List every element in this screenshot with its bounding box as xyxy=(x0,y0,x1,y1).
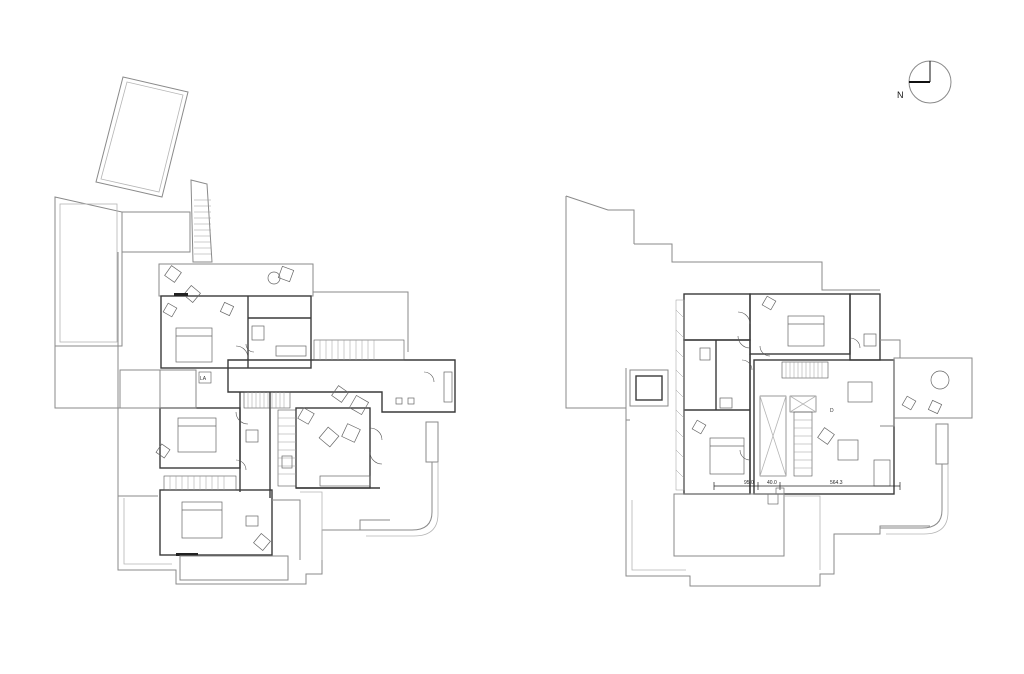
roof-outline-n xyxy=(634,243,880,291)
north-arrow: N xyxy=(897,60,952,104)
south-balcony-right xyxy=(673,493,785,557)
bedroom-south-walls xyxy=(159,489,273,556)
west-edge xyxy=(117,252,158,409)
garage-outline xyxy=(54,196,123,347)
roof-outline-nw xyxy=(565,195,635,244)
bed-south xyxy=(181,501,223,539)
bed-north xyxy=(175,327,213,363)
bedroom-north-walls xyxy=(160,295,312,369)
plan-left: LA xyxy=(54,76,456,585)
carport-outline xyxy=(95,76,189,198)
kitchen-counter xyxy=(319,475,371,487)
central-stair-right xyxy=(759,361,829,477)
dining-table xyxy=(847,381,873,403)
furniture-left xyxy=(155,265,453,556)
stair-treads-top xyxy=(194,199,211,255)
east-terrace xyxy=(313,291,409,352)
bedroom-west-walls xyxy=(159,407,241,469)
dim-label-3: 564.3 xyxy=(830,480,843,486)
door-swings-left xyxy=(235,343,435,471)
west-wall-hatch xyxy=(675,299,685,491)
room-nw xyxy=(683,293,751,341)
bed-west-right xyxy=(709,437,745,475)
entry-column xyxy=(767,493,779,505)
hall-walls xyxy=(227,359,456,413)
east-terrace-right xyxy=(893,357,973,419)
utility-block xyxy=(119,369,161,409)
bed-west xyxy=(177,417,217,453)
north-label: N xyxy=(897,90,904,100)
east-ramp-right xyxy=(880,464,943,529)
round-table-right xyxy=(930,370,950,390)
dim-label-2: 40.0 xyxy=(767,480,777,486)
west-lower-wall xyxy=(117,408,158,497)
laundry-fixture xyxy=(198,371,212,384)
garage-inner xyxy=(59,203,118,343)
central-stair-left xyxy=(163,339,405,491)
bath-ne xyxy=(849,293,881,361)
carport-inner xyxy=(100,81,184,193)
garage-side xyxy=(54,197,118,409)
east-ramp xyxy=(360,462,433,531)
south-terrace-outline xyxy=(117,496,390,585)
east-column xyxy=(425,421,439,463)
coffee-table xyxy=(837,439,859,461)
plan-right: D 95.0 40.0 564.3 xyxy=(565,195,973,587)
bed-north-right xyxy=(787,315,825,347)
bedroom-west-right xyxy=(683,339,751,495)
east-column-right xyxy=(935,423,949,465)
upper-terrace xyxy=(122,211,191,253)
west-box xyxy=(629,369,669,407)
laundry-label: LA xyxy=(200,376,207,382)
exterior-stair xyxy=(190,179,213,263)
laundry-block xyxy=(159,369,197,409)
living-right xyxy=(753,359,895,495)
dimension-line: 95.0 40.0 564.3 xyxy=(713,480,901,490)
door-swings-right xyxy=(737,311,861,461)
furniture-right: D xyxy=(691,295,943,487)
dim-label-1: 95.0 xyxy=(744,480,754,486)
south-terrace-right xyxy=(625,420,930,587)
south-balcony xyxy=(179,555,289,581)
main-walls-right xyxy=(683,293,895,495)
marker-d: D xyxy=(830,408,834,414)
main-walls-left xyxy=(159,295,456,556)
